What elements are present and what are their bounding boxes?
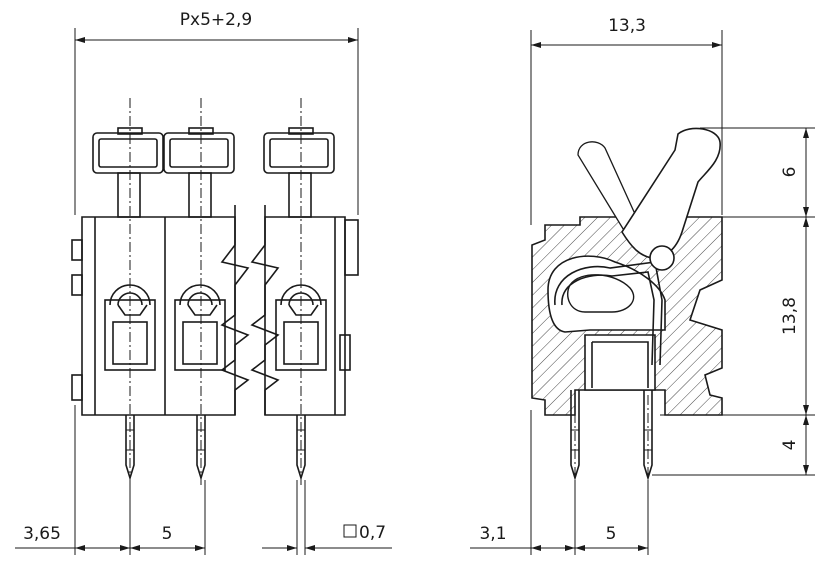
solder-pin-3	[296, 415, 306, 481]
dim-pin-square: 0,7	[359, 523, 386, 543]
actuating-lever	[621, 127, 721, 271]
dim-height-pin: 4	[780, 440, 800, 451]
dim-height-actuator: 6	[780, 167, 800, 178]
dim-pitch-side: 5	[606, 524, 617, 544]
actuator-button-3	[263, 127, 335, 218]
solder-pin-2	[196, 415, 206, 481]
side-view: 13,3 3,1 5 6 13,8 4	[470, 16, 815, 555]
solder-pin-1	[125, 415, 135, 481]
dim-side-offset: 3,1	[479, 524, 506, 544]
actuator-button-1	[92, 127, 164, 218]
square-pin-symbol	[343, 524, 357, 538]
clamp-opening-2	[174, 284, 226, 371]
actuator-button-2	[163, 127, 235, 218]
dim-side-depth: 13,3	[608, 16, 646, 36]
dim-height-body: 13,8	[780, 297, 800, 335]
clamp-opening-1	[104, 284, 156, 371]
dim-total-width: Px5+2,9	[180, 10, 252, 30]
dim-offset-left: 3,65	[23, 524, 61, 544]
front-view: Px5+2,9 3,65 5 0,7	[15, 10, 392, 555]
dim-pitch-front: 5	[162, 524, 173, 544]
clamp-opening-3	[275, 284, 327, 371]
